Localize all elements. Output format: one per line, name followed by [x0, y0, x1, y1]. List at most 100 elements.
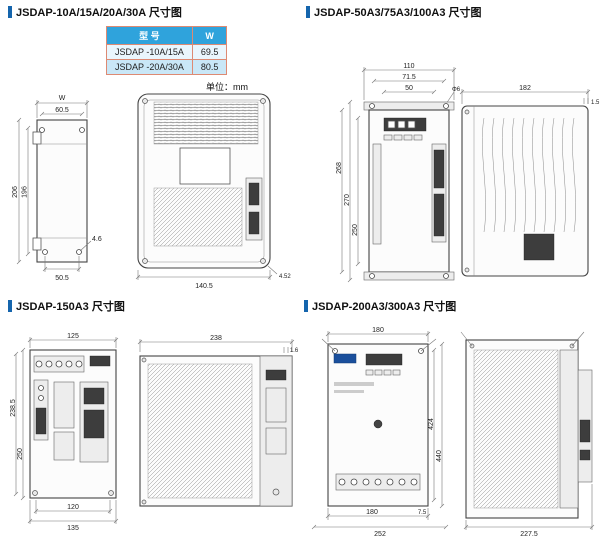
section3-title: JSDAP-150A3 尺寸图	[16, 301, 125, 313]
display-panel	[334, 353, 403, 393]
dim-252: 252	[311, 524, 449, 538]
table-row: JSDAP -20A/30A 80.5	[106, 59, 228, 75]
dim-label-238: 238	[210, 335, 222, 342]
dim-125: 125	[27, 333, 119, 348]
dim-424: 424	[428, 347, 437, 503]
dim-label-268: 268	[336, 162, 343, 174]
dim-440: 440	[436, 341, 445, 509]
dim-label-227-5: 227.5	[520, 531, 538, 538]
wavy-vent-lines	[482, 117, 576, 233]
section4-header: JSDAP-200A3/300A3 尺寸图	[304, 298, 456, 314]
section4-title: JSDAP-200A3/300A3 尺寸图	[312, 301, 457, 313]
section-jsdap-50-100: JSDAP-50A3/75A3/100A3 尺寸图 110 71.5 50	[306, 4, 600, 296]
drawing-s2-side-view: 182 1.5	[459, 85, 600, 277]
dim-110: 110	[361, 63, 457, 100]
dim-180-top: 180	[325, 327, 431, 342]
dim-label-252: 252	[374, 531, 386, 538]
drawing-s4-side-view: 227.5	[460, 331, 595, 538]
section1-title: JSDAP-10A/15A/20A/30A 尺寸图	[16, 7, 182, 19]
col-header-w: W	[191, 26, 228, 45]
mounting-plate	[32, 119, 88, 263]
section-jsdap-10-30: JSDAP-10A/15A/20A/30A 尺寸图 型 号 W JSDAP -1…	[8, 4, 300, 296]
center-screw	[373, 419, 383, 429]
dim-label-440: 440	[436, 450, 443, 462]
drawing-s3-side-view: 238 1.6	[137, 335, 299, 507]
header-accent-bar	[8, 300, 12, 312]
dim-182: 182	[459, 85, 591, 104]
front-panel-details	[33, 379, 109, 463]
dim-label-4-6: 4.6	[92, 236, 102, 243]
dim-label-4-52: 4.52	[279, 274, 291, 280]
terminal-block	[33, 355, 111, 373]
vent-grille-side	[147, 363, 253, 499]
dim-label-7-5: 7.5	[418, 510, 427, 516]
cell-w-2: 80.5	[191, 59, 228, 75]
vent-grille-bottom	[153, 187, 243, 247]
model-width-table: 型 号 W JSDAP -10A/15A 69.5 JSDAP -20A/30A…	[106, 26, 228, 75]
dim-135: 135	[27, 500, 119, 532]
dim-50-5: 50.5	[42, 256, 82, 282]
dim-label-250: 250	[352, 224, 359, 236]
section2-title: JSDAP-50A3/75A3/100A3 尺寸图	[314, 7, 482, 19]
terminal-strip	[335, 473, 421, 491]
header-accent-bar	[306, 6, 310, 18]
table-header-row: 型 号 W	[106, 26, 228, 45]
dim-label-110: 110	[403, 63, 414, 70]
dim-label-1-5: 1.5	[591, 100, 600, 106]
drawing-s4-front-view: 180	[311, 327, 449, 538]
front-face-details	[559, 349, 591, 509]
dim-label-phi6: Φ6	[452, 87, 461, 93]
section-jsdap-200-300: JSDAP-200A3/300A3 尺寸图 180	[304, 298, 596, 538]
cell-model-2: JSDAP -20A/30A	[106, 59, 193, 75]
dim-label-180-top: 180	[372, 327, 384, 334]
nameplate	[179, 147, 231, 185]
dim-60-5: 60.5	[39, 107, 85, 117]
dim-label-60-5: 60.5	[55, 107, 69, 114]
dim-4-52: 4.52	[267, 265, 291, 280]
dim-250: 250	[17, 347, 26, 501]
dim-206: 206	[12, 117, 22, 265]
section-jsdap-150: JSDAP-150A3 尺寸图 125	[8, 298, 300, 538]
dim-238: 238	[137, 335, 295, 352]
dim-label-140-5: 140.5	[195, 283, 213, 290]
dim-label-238-5: 238.5	[10, 399, 17, 417]
vent-grille-top	[153, 101, 259, 145]
brand-logo	[333, 353, 357, 364]
header-accent-bar	[8, 6, 12, 18]
dim-label-50: 50	[405, 85, 413, 92]
dim-label-1-6: 1.6	[290, 348, 299, 354]
dim-label-50-5: 50.5	[55, 275, 69, 282]
dim-7-5: 7.5	[418, 510, 427, 516]
dim-W: W	[34, 95, 90, 118]
dim-label-180-bottom: 180	[366, 509, 378, 516]
dim-50: 50	[381, 85, 437, 95]
unit-note: 单位：mm	[206, 82, 248, 92]
front-face-details	[265, 369, 287, 455]
dim-120: 120	[33, 500, 113, 514]
dim-180-bottom: 180	[325, 508, 431, 520]
dim-270: 270	[344, 99, 353, 283]
drawing-s1-side-view: W 60.5 206 196 4.6	[12, 95, 102, 282]
dim-1-5: 1.5	[583, 98, 600, 106]
connector-strip	[245, 177, 263, 241]
dim-196: 196	[22, 125, 31, 257]
dim-label-270: 270	[344, 194, 351, 206]
drawing-s3-front-view: 125	[10, 333, 119, 532]
dim-227-5: 227.5	[463, 484, 595, 538]
drawing-s1-front-view: 140.5 4.52	[135, 93, 291, 290]
section1-header: JSDAP-10A/15A/20A/30A 尺寸图	[8, 4, 182, 20]
cell-model-1: JSDAP -10A/15A	[106, 44, 193, 60]
dim-label-71-5: 71.5	[402, 74, 416, 81]
drawing-s2-front-view: 110 71.5 50 Φ6	[336, 63, 461, 283]
col-header-model: 型 号	[106, 26, 193, 45]
cell-w-1: 69.5	[191, 44, 228, 60]
display-panel	[383, 117, 427, 141]
dim-label-W: W	[59, 95, 66, 102]
dim-label-125: 125	[67, 333, 79, 340]
dim-268: 268	[336, 107, 345, 275]
dim-250: 250	[352, 115, 361, 267]
dim-label-250b: 250	[17, 448, 24, 460]
terminal-block-side	[523, 233, 555, 261]
dim-71-5: 71.5	[371, 74, 447, 84]
